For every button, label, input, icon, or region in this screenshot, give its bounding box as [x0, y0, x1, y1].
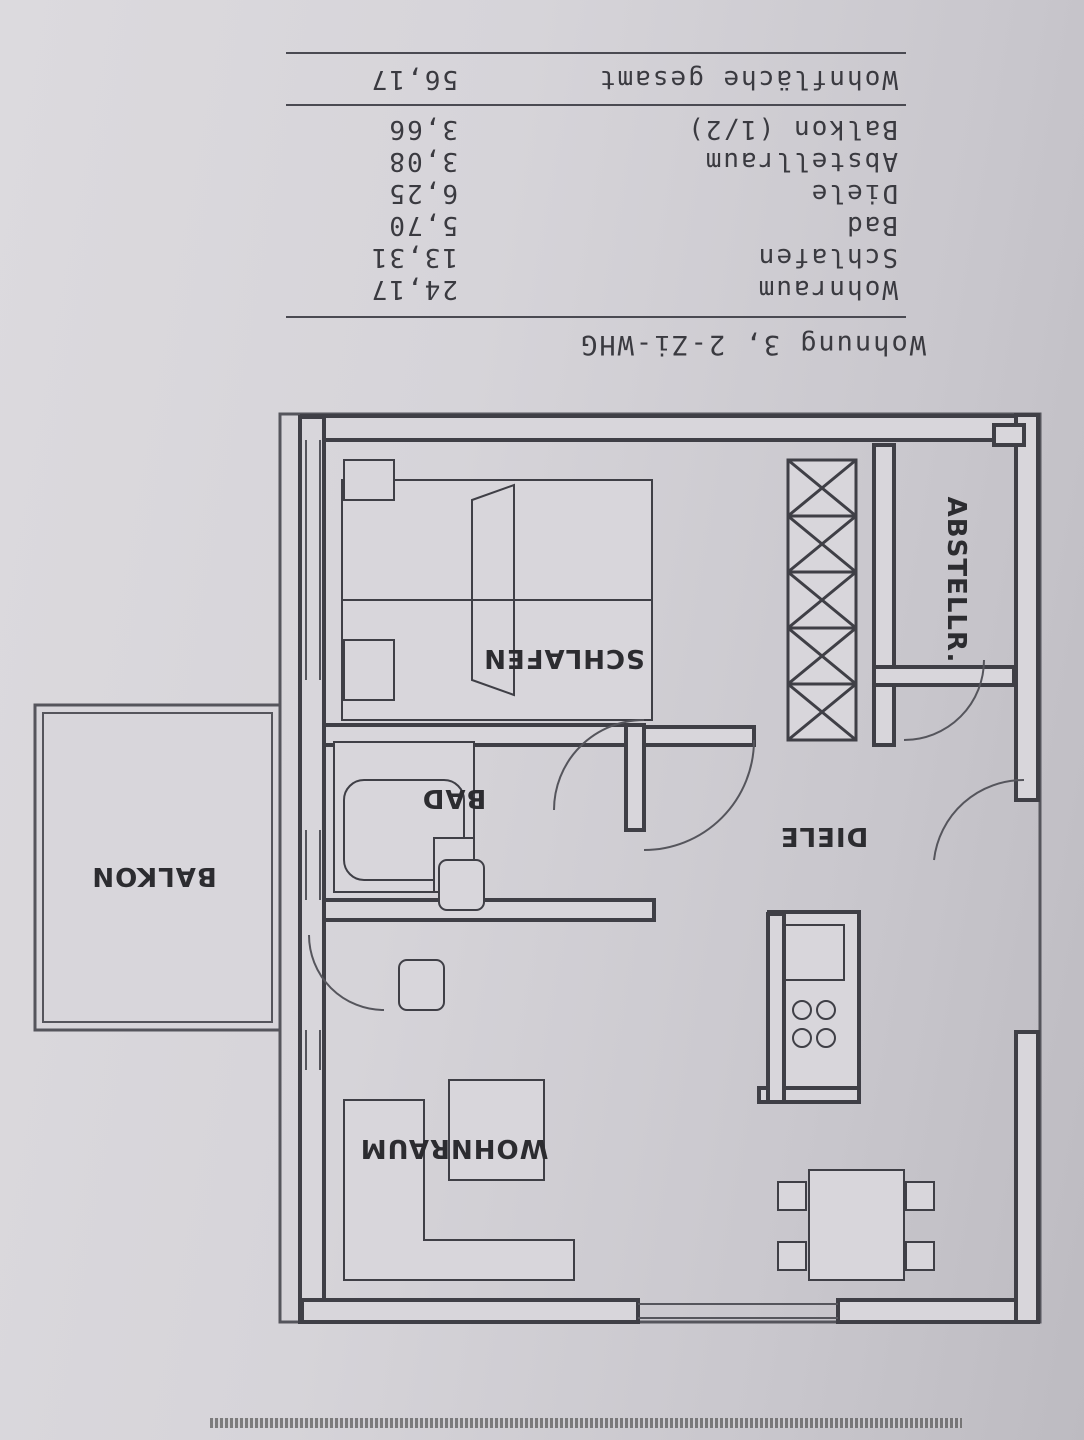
wall-top-left [836, 1298, 1040, 1324]
chair-icon [905, 1181, 935, 1211]
wall-bad-diele [624, 723, 646, 832]
stove-burner-icon [816, 1028, 836, 1048]
nightstand-icon [343, 639, 395, 701]
door-swing-abstell [903, 659, 985, 741]
door-swing-balkon [308, 934, 385, 1011]
wall-bad-wohnraum [322, 898, 656, 922]
sink-icon [438, 859, 485, 911]
wall-schlafen-diele [642, 725, 756, 747]
dining-table [808, 1169, 905, 1281]
wall-kitchen-side [766, 912, 786, 1104]
room-label-wohnraum: WOHNRAUM [360, 1133, 549, 1163]
chair-icon [777, 1241, 807, 1271]
wall-bottom [300, 414, 1040, 442]
wall-abstell [872, 443, 896, 747]
wall-top-right [300, 1298, 640, 1324]
sofa [343, 1099, 575, 1281]
balcony-outline [33, 703, 282, 1032]
wall-abstell-bottom [872, 665, 1016, 687]
room-label-bad: BAD [422, 783, 487, 813]
door-swing-wohnraum [643, 739, 755, 851]
room-label-schlafen: SCHLAFEN [483, 643, 645, 673]
coffee-table [448, 1079, 545, 1181]
room-label-abstell: ABSTELLR. [941, 497, 971, 664]
kitchen-cabinet [783, 924, 845, 981]
toilet-icon [398, 959, 445, 1011]
door-swing-bad [553, 719, 645, 811]
wall-entry-stub [992, 423, 1026, 447]
stove-burner-icon [816, 1000, 836, 1020]
edge-print-stripe [210, 1418, 962, 1428]
room-label-balkon: BALKON [91, 861, 216, 891]
chair-icon [777, 1181, 807, 1211]
nightstand-icon [343, 459, 395, 501]
door-swing-entry [933, 778, 1025, 861]
chair-icon [905, 1241, 935, 1271]
wall-left-top [1014, 1030, 1040, 1324]
stove-burner-icon [792, 1028, 812, 1048]
room-label-diele: DIELE [780, 821, 868, 851]
balcony-inner [42, 712, 273, 1023]
stove-burner-icon [792, 1000, 812, 1020]
wall-left-bottom [1014, 413, 1040, 802]
